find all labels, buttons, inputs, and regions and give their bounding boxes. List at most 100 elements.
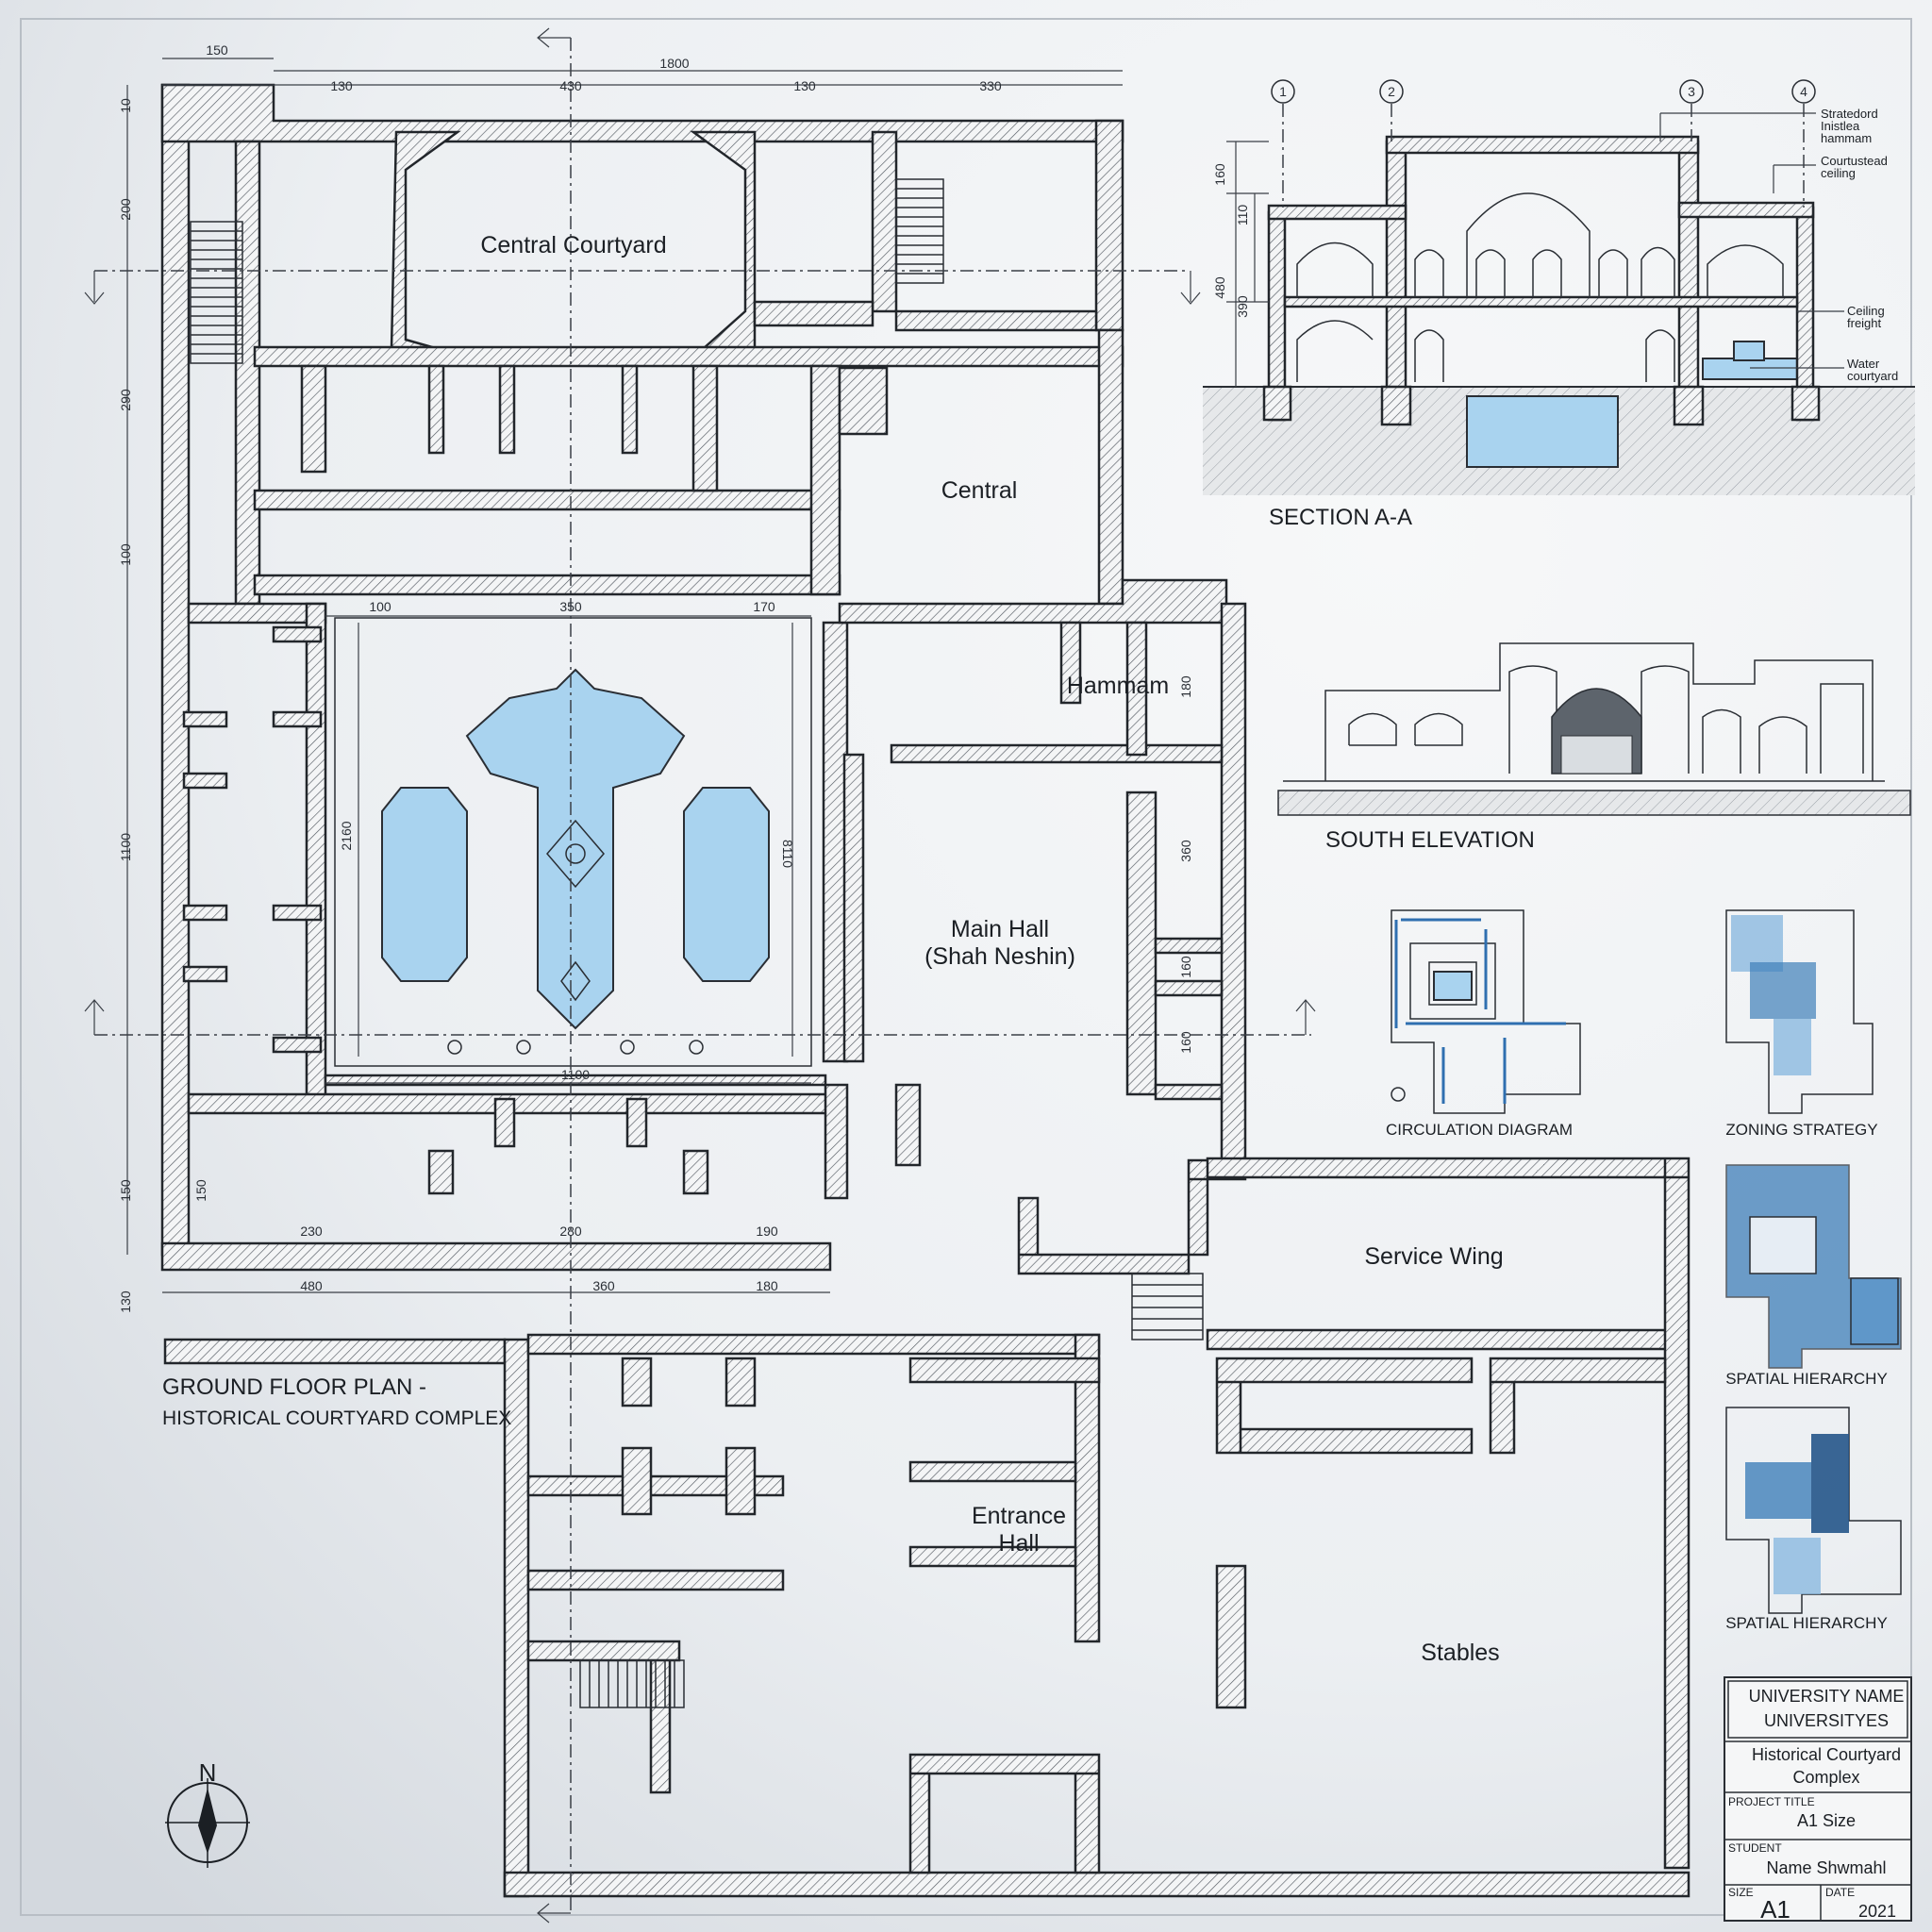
pool-west	[381, 787, 468, 982]
entrance-vestibule-wall	[824, 1083, 922, 1200]
dim-hall-1: 360	[1178, 840, 1193, 862]
south-block-cells-2	[908, 1357, 1101, 1568]
south-elevation: SOUTH ELEVATION	[1277, 642, 1911, 853]
dim-court-top-0: 100	[369, 599, 391, 614]
dim-south-2: 280	[559, 1224, 582, 1239]
staircase-entrance	[1131, 1273, 1204, 1341]
room-wall-ne2	[894, 309, 1098, 332]
hall-recess-cells	[1154, 937, 1224, 1101]
room-label-central: Central	[941, 477, 1018, 504]
note-2-l2: ceiling	[1821, 166, 1856, 180]
section-main-arch	[1466, 192, 1591, 297]
hall-block-north	[838, 578, 1228, 625]
hammam-inner	[1059, 621, 1148, 757]
central-room-west	[838, 366, 889, 436]
dim-court-top-1: 350	[559, 599, 582, 614]
outer-wall-south-wing	[160, 1241, 832, 1272]
dim-hall-2: 160	[1178, 956, 1193, 978]
section-grid-lines	[1271, 79, 1816, 208]
band-pier-1	[300, 364, 327, 474]
central-room-east	[1097, 328, 1124, 606]
dim-top-2: 130	[330, 78, 353, 93]
dim-top-1: 1800	[659, 56, 689, 71]
hall-block-west	[842, 753, 865, 1063]
dim-left-6: 130	[118, 1291, 133, 1313]
note-4-l2: courtyard	[1847, 369, 1898, 383]
zoning-diagram: ZONING STRATEGY	[1725, 909, 1878, 1139]
pool-ornament	[546, 819, 605, 1002]
band-pier-4	[621, 364, 639, 455]
hierarchy-diagram-2: SPATIAL HIERARCHY	[1725, 1407, 1902, 1632]
hierarchy-2-title: SPATIAL HIERARCHY	[1725, 1614, 1888, 1632]
courtyard-border	[334, 617, 812, 1067]
pool-cruciform	[465, 668, 686, 1030]
level-3: 390	[1235, 295, 1250, 318]
tb-project-label: PROJECT TITLE	[1728, 1795, 1815, 1808]
dim-left-0: 10	[118, 98, 133, 113]
dim-hall-3: 160	[1178, 1031, 1193, 1054]
dim-court-side-0: 2160	[339, 821, 354, 850]
pool-fountain	[565, 843, 586, 864]
grid-2: 2	[1388, 84, 1395, 99]
band-pier-2	[427, 364, 445, 455]
room-label-shah-neshin: (Shah Neshin)	[924, 943, 1075, 970]
dim-hall-0: 180	[1178, 675, 1193, 698]
dim-south-3: 190	[756, 1224, 778, 1239]
hall-block-east	[1220, 602, 1247, 1162]
circulation-diagram: CIRCULATION DIAGRAM	[1386, 909, 1581, 1139]
dim-top-4: 130	[793, 78, 816, 93]
room-label-hall: Hall	[998, 1530, 1039, 1557]
grid-1: 1	[1279, 84, 1287, 99]
level-1: 110	[1235, 205, 1250, 226]
level-2: 480	[1212, 276, 1227, 299]
note-4-l1: Water	[1847, 357, 1880, 371]
dim-below-0: 480	[300, 1278, 323, 1293]
room-label-service-wing: Service Wing	[1364, 1243, 1503, 1270]
south-block-west	[163, 1338, 507, 1365]
level-0: 160	[1212, 163, 1227, 186]
south-block-piers	[621, 1357, 757, 1516]
outer-wall-west	[160, 83, 191, 1257]
note-3-l2: freight	[1847, 316, 1882, 330]
dim-below-2: 180	[756, 1278, 778, 1293]
zoning-title: ZONING STRATEGY	[1725, 1121, 1877, 1139]
note-1-l1: Stratedord	[1821, 107, 1878, 121]
band-pier-6	[809, 364, 841, 596]
dim-left-4: 1100	[118, 833, 133, 861]
dim-below-1: 360	[592, 1278, 615, 1293]
courtyard-wall-west-rooms	[187, 602, 327, 625]
dim-left-1: 200	[118, 198, 133, 221]
note-2-l1: Courtustead	[1821, 154, 1888, 168]
inner-wall-west	[234, 140, 261, 606]
south-block-spine	[1074, 1333, 1101, 1643]
room-label-stables: Stables	[1421, 1640, 1499, 1666]
grid-4: 4	[1800, 84, 1807, 99]
section-water-tank	[1702, 358, 1798, 380]
dim-court-bottom: 1100	[561, 1067, 590, 1082]
section-level-lines	[1226, 141, 1269, 387]
outer-wall-east-north	[1094, 119, 1124, 332]
sheet-border	[20, 18, 1912, 1916]
dim-south-1: 230	[300, 1224, 323, 1239]
band-wall-top	[253, 345, 1124, 368]
tb-university-1: UNIVERSITY NAME	[1749, 1687, 1905, 1706]
hammam-wall	[890, 743, 1224, 764]
section-title: SECTION A-A	[1269, 505, 1412, 530]
service-wing-walls	[1206, 1157, 1690, 1870]
tb-size-value: A1	[1760, 1895, 1790, 1924]
elevation-outline	[1283, 642, 1885, 782]
dim-top-3: 430	[559, 78, 582, 93]
south-block-south-wall	[503, 1871, 1690, 1898]
dim-left-2: 290	[118, 389, 133, 411]
pool-east	[683, 787, 770, 982]
dim-left-5: 150	[118, 1179, 133, 1202]
hall-recess	[1125, 791, 1158, 1096]
note-3-l1: Ceiling	[1847, 304, 1885, 318]
section-roofs	[1267, 135, 1815, 308]
section-footings	[1262, 385, 1821, 426]
tb-project-1: Historical Courtyard	[1752, 1745, 1901, 1764]
dim-court-top-2: 170	[753, 599, 775, 614]
section-leaders	[1659, 112, 1844, 369]
courtyard-west-cells	[182, 625, 323, 1054]
band-pier-3	[498, 364, 516, 455]
